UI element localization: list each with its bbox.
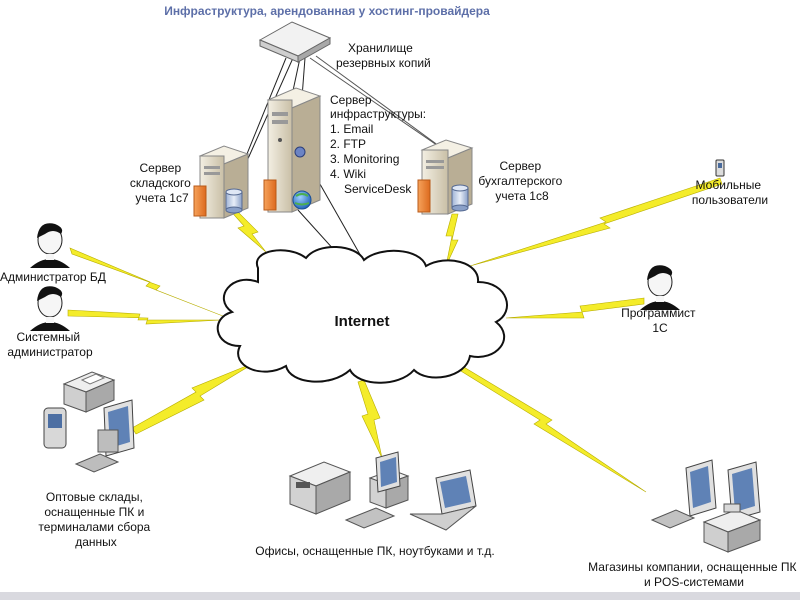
lightning-warehouses (131, 361, 257, 435)
warehouse-server-label-1: Сервер (140, 161, 182, 175)
keyboard-icon (74, 453, 120, 473)
internet-label: Internet (334, 313, 389, 330)
person-icon (30, 223, 70, 268)
infra-label-6: 4. Wiki (330, 167, 366, 181)
programmer: Программист 1С (621, 265, 699, 335)
lightning-mobile (469, 177, 723, 267)
backup-storage: Хранилище резервных копий (258, 21, 431, 70)
bookkeeping-server-label-1: Сервер (500, 159, 542, 173)
storage-label-1: Хранилище (348, 41, 413, 55)
lightning-links (67, 177, 723, 493)
keyboard-icon (344, 507, 396, 529)
person-icon (30, 286, 70, 331)
printer-icon (288, 461, 352, 515)
svg-text:Сервер бухгалтерского: Сервер бухгалтерского учета 1с8 (478, 159, 565, 203)
infra-label-1: Сервер (330, 93, 372, 107)
bookkeeping-server: Сервер бухгалтерского учета 1с8 (417, 139, 565, 215)
lightning-stores (455, 365, 647, 493)
lightning-offices (357, 379, 383, 459)
programmer-label-1: Программист (621, 306, 696, 320)
infra-label-7: ServiceDesk (344, 182, 412, 196)
diagram-title: Инфраструктура, арендованная у хостинг-п… (164, 4, 490, 18)
server-orange-panel (263, 179, 277, 211)
lightning-programmer (505, 297, 645, 319)
bottom-strip (0, 592, 800, 600)
terminal-icon (43, 407, 67, 449)
storage-label-2: резервных копий (336, 56, 431, 70)
laptop-icon (409, 469, 477, 531)
svg-text:Хранилище резервных коп: Хранилище резервных копий (336, 41, 431, 70)
infra-label-4: 2. FTP (330, 137, 366, 151)
monitor-icon (685, 459, 717, 517)
svg-text:Магазины компании, оснащенные: Магазины компании, оснащенные ПК и POS-с… (588, 560, 800, 589)
infra-label-3: 1. Email (330, 122, 373, 136)
warehouses-label-2: оснащенные ПК и (44, 505, 144, 519)
mobile-users-label-1: Мобильные (696, 178, 762, 192)
bookkeeping-server-label-3: учета 1с8 (495, 189, 549, 203)
server-orange-panel (193, 185, 207, 217)
db-admin-label: Администратор БД (0, 270, 106, 284)
infra-label-5: 3. Monitoring (330, 152, 399, 166)
internet-cloud: Internet (216, 245, 508, 384)
person-icon (640, 265, 680, 310)
warehouse-server-label-3: учета 1с7 (135, 191, 189, 205)
system-admin-label-2: администратор (7, 345, 93, 359)
mobile-users: Мобильные пользователи (692, 159, 768, 207)
programmer-label-2: 1С (652, 321, 668, 335)
warehouses-label-4: данных (75, 535, 117, 549)
warehouse-server-label-2: складского (130, 176, 191, 190)
warehouses-label-3: терминалами сбора (38, 520, 150, 534)
monitor-icon (375, 451, 401, 493)
monitor-icon (97, 399, 135, 457)
database-icon (451, 184, 469, 212)
stores-label-2: и POS-системами (644, 575, 744, 589)
bookkeeping-server-label-2: бухгалтерского (478, 174, 562, 188)
svg-text:Сервер складского: Сервер складского учета 1с7 (130, 161, 194, 205)
svg-text:Сервер инфраструктуры:: Сервер инфраструктуры: 1. Email 2. FTP 3… (330, 93, 429, 196)
printer-icon (62, 371, 116, 413)
infra-label-2: инфраструктуры: (330, 107, 426, 121)
offices-label: Офисы, оснащенные ПК, ноутбуками и т.д. (255, 544, 494, 558)
lightning-accounting-server (445, 213, 459, 267)
infrastructure-server: Сервер инфраструктуры: 1. Email 2. FTP 3… (263, 87, 429, 213)
system-admin-label-1: Системный (17, 330, 81, 344)
db-admin: Администратор БД (0, 223, 106, 284)
system-admin: Системный администратор (7, 286, 93, 359)
gear-icon (294, 146, 306, 158)
mobile-users-label-2: пользователи (692, 193, 768, 207)
mobile-phone-icon (715, 159, 725, 177)
svg-text:Программист 1С: Программист 1С (621, 306, 699, 335)
database-icon (225, 188, 243, 214)
keyboard-icon (650, 509, 696, 529)
lightning-db-admin (69, 247, 229, 319)
stores-label-1: Магазины компании, оснащенные ПК (588, 560, 796, 574)
lightning-warehouse-server (227, 207, 267, 253)
svg-text:Оптовые склады, оснащенн: Оптовые склады, оснащенные ПК и терминал… (38, 490, 153, 549)
office-equipment: Офисы, оснащенные ПК, ноутбуками и т.д. (255, 451, 495, 558)
svg-text:Мобильные пользователи: Мобильные пользователи (692, 178, 768, 207)
server-orange-panel (417, 179, 431, 213)
pos-terminal-icon (702, 503, 762, 553)
warehouse-accounting-server: Сервер складского учета 1с7 (130, 145, 250, 219)
store-equipment: Магазины компании, оснащенные ПК и POS-с… (588, 459, 800, 589)
lightning-sys-admin (67, 309, 223, 325)
warehouse-equipment: Оптовые склады, оснащенные ПК и терминал… (38, 371, 153, 549)
svg-text:Системный администратор: Системный администратор (7, 330, 93, 359)
warehouses-label-1: Оптовые склады, (46, 490, 143, 504)
